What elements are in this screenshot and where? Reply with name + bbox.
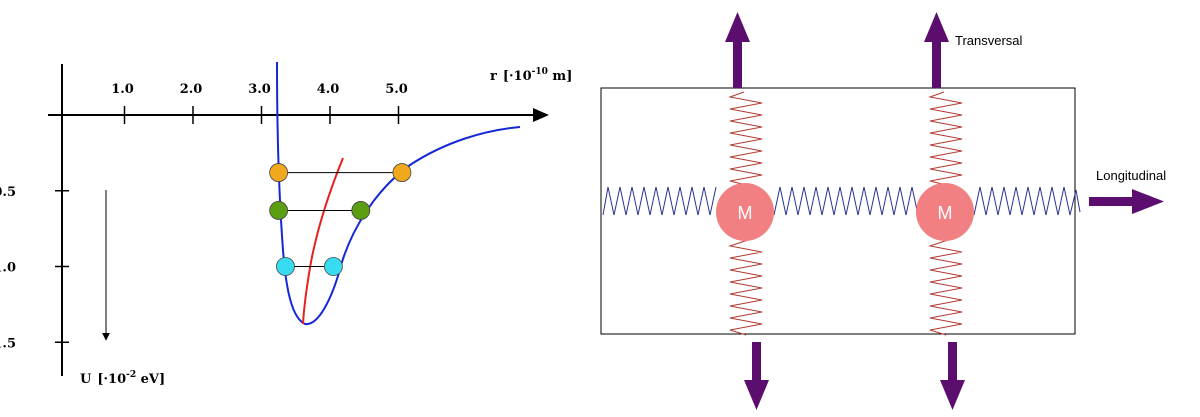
transverse-arrow-up-2 bbox=[924, 12, 949, 88]
mass-2 bbox=[916, 183, 974, 241]
y-tick-label: 1.5 bbox=[0, 336, 16, 351]
energy-levels bbox=[269, 163, 412, 276]
x-tick-label: 4.0 bbox=[317, 82, 340, 97]
x-tick-label: 5.0 bbox=[385, 82, 408, 97]
turning-point-left bbox=[269, 163, 289, 182]
x-tick-label: 1.0 bbox=[111, 82, 134, 97]
x-axis-ticks: 1.0 2.0 3.0 4.0 5.0 bbox=[111, 82, 408, 124]
mass-1-label: M bbox=[738, 203, 753, 223]
longitudinal-arrow bbox=[1089, 189, 1164, 214]
y-tick-label: 1.0 bbox=[0, 261, 16, 276]
transverse-spring-top-1 bbox=[728, 91, 763, 187]
x-axis-arrowhead bbox=[533, 108, 549, 122]
longitudinal-spring-right bbox=[973, 186, 1081, 216]
y-tick-label: 0.5 bbox=[0, 185, 16, 200]
turning-point-left bbox=[269, 201, 289, 220]
transverse-spring-bottom-2 bbox=[928, 239, 963, 336]
spring-mass-diagram: M M Transversal Longitudinal bbox=[600, 12, 1166, 410]
potential-curve bbox=[276, 61, 521, 326]
transverse-arrow-down-1 bbox=[744, 342, 769, 410]
potential-energy-plot: 1.0 2.0 3.0 4.0 5.0 0.5 1.0 1.5 r[·10-10 m] U[… bbox=[0, 61, 572, 387]
x-tick-label: 3.0 bbox=[248, 82, 271, 97]
mass-2-label: M bbox=[938, 203, 953, 223]
turning-point-left bbox=[276, 257, 295, 276]
turning-point-right bbox=[392, 163, 412, 182]
x-axis-title: r[·10-10 m] bbox=[490, 67, 572, 84]
x-tick-label: 2.0 bbox=[180, 82, 203, 97]
transverse-arrow-up-1 bbox=[725, 12, 750, 88]
transverse-spring-bottom-1 bbox=[728, 239, 763, 336]
transverse-spring-top-2 bbox=[928, 91, 963, 187]
transversal-label: Transversal bbox=[955, 33, 1023, 48]
y-axis-title: U[·10-2 eV] bbox=[80, 370, 165, 387]
longitudinal-spring-left bbox=[602, 186, 717, 216]
y-axis-ticks: 0.5 1.0 1.5 bbox=[0, 185, 69, 351]
longitudinal-label: Longitudinal bbox=[1096, 168, 1166, 183]
longitudinal-spring-middle bbox=[773, 186, 919, 216]
turning-point-right bbox=[351, 201, 371, 220]
turning-point-right bbox=[324, 257, 343, 276]
lattice-frame bbox=[600, 87, 1076, 335]
transverse-arrow-down-2 bbox=[940, 342, 965, 410]
mass-1 bbox=[716, 183, 774, 241]
midpoint-locus-line bbox=[302, 157, 344, 325]
